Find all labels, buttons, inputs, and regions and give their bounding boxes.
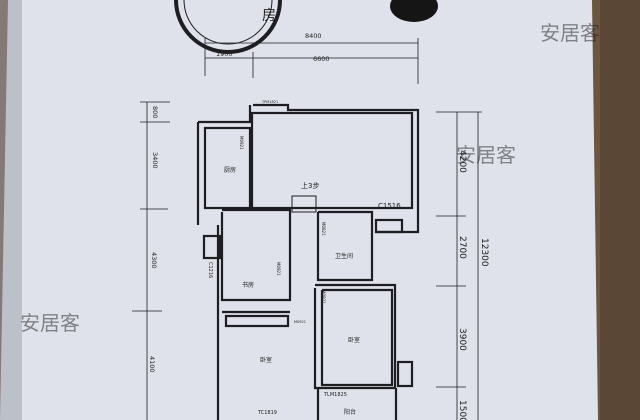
- door-label: TPM1821: [261, 100, 278, 104]
- dim-right-3: 3900: [457, 328, 467, 351]
- dim-right-2: 2700: [457, 236, 467, 259]
- watermark-text: 安居客: [20, 311, 80, 335]
- wood-grain: [600, 0, 640, 420]
- dim-top-right: 6600: [313, 55, 330, 63]
- dim-left-4: 4100: [148, 356, 156, 373]
- room-bedroom: 卧室: [348, 336, 360, 344]
- seal-stamp: 房: [174, 0, 282, 54]
- dim-left-3: 4300: [150, 252, 158, 269]
- ink-blot: [390, 0, 438, 22]
- watermark-text: 安居客: [456, 143, 516, 167]
- room-kitchen: 厨房: [224, 166, 236, 174]
- dim-top-total: 8400: [305, 32, 322, 40]
- dimension-labels: 8400 1900 6600 800 3400 4300 4100 4200 2…: [148, 32, 489, 420]
- room-study: 书房: [242, 281, 254, 289]
- dim-left-2: 3400: [151, 152, 159, 169]
- door-label: M0821: [321, 222, 326, 236]
- door-label: TLM1825: [323, 392, 347, 398]
- seal-text: 房: [262, 8, 276, 24]
- window-label: C1516: [378, 202, 401, 210]
- walls: [196, 103, 420, 420]
- dim-right-4: 1500: [457, 400, 467, 420]
- door-label: M0921: [294, 320, 306, 324]
- room-labels: 厨房 书房 卫生间 卧室 卧室 阳台 上3步 C1516 C1216 TC181…: [207, 100, 401, 416]
- paper-shadow-left: [0, 0, 22, 420]
- door-label: M0921: [321, 290, 326, 304]
- door-label: TC1819: [257, 410, 277, 416]
- window-label: C1216: [207, 262, 213, 278]
- dim-right-1: 4200: [457, 150, 467, 173]
- door-label: M0921: [239, 136, 244, 150]
- stairs-label: 上3步: [301, 181, 319, 190]
- dim-top-left: 1900: [216, 50, 233, 58]
- dim-left-1: 800: [151, 106, 159, 118]
- room-bathroom: 卫生间: [335, 252, 353, 260]
- door-label: M0921: [276, 262, 281, 276]
- paper-sheet: [0, 0, 598, 420]
- watermark-text: 安居客: [540, 21, 600, 45]
- room-balcony: 阳台: [344, 408, 356, 416]
- watermarks: 安居客 安居客 安居客: [20, 21, 600, 335]
- room-bedroom: 卧室: [260, 356, 272, 364]
- dim-right-total: 12300: [479, 238, 489, 267]
